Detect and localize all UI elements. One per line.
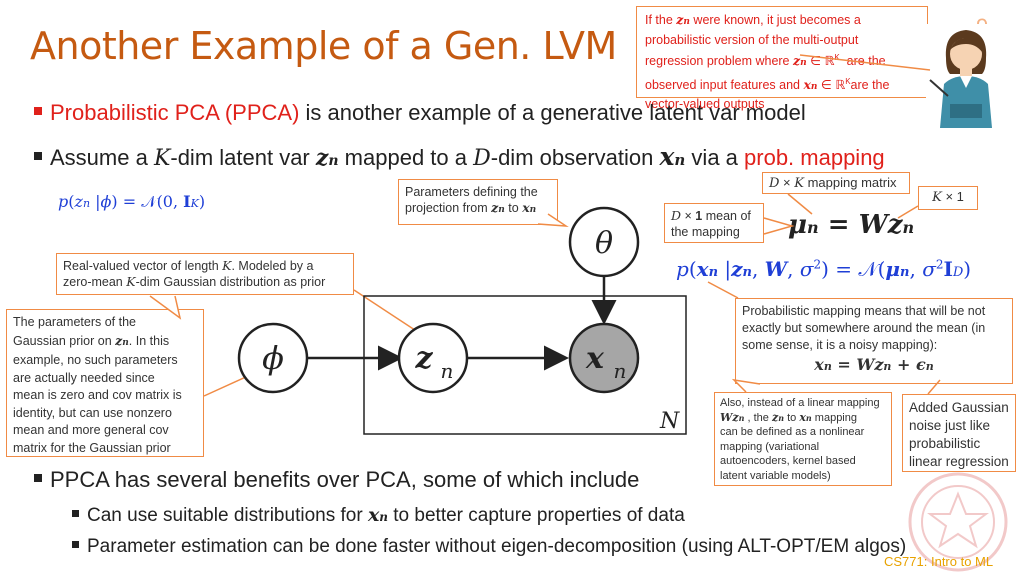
prior-params-pointer-line (203, 375, 249, 397)
node-z (397, 322, 469, 394)
bullet-marker (72, 541, 79, 549)
node-theta (568, 206, 640, 278)
k1-callout: K × 1 (918, 186, 978, 210)
callout-line: Probabilistic mapping means that will be… (742, 304, 986, 318)
teacher-avatar (926, 24, 1004, 128)
top-note-line: vector-valued outputs (645, 97, 765, 112)
bullet-ppca: Probabilistic PCA (PPCA) is another exam… (34, 100, 806, 126)
callout-line: some sense, it is a noisy mapping): (742, 338, 938, 352)
ppca-term: Probabilistic PCA (PPCA) (50, 100, 300, 125)
node-x-label: x (585, 341, 605, 376)
bullet-benefits: PPCA has several benefits over PCA, some… (34, 467, 639, 493)
bullet-text: PPCA has several benefits over PCA, some… (50, 467, 640, 492)
callout-line: mean is zero and cov matrix is (13, 388, 182, 402)
prob-mapping-pointer-line (707, 281, 739, 299)
node-phi-label: ϕ (262, 339, 284, 377)
callout-line: example, no such parameters (13, 353, 178, 367)
bullet-marker (34, 152, 42, 161)
sub-bullet-estimation: Parameter estimation can be done faster … (72, 536, 906, 558)
callout-line: exactly but somewhere around the mean (i… (742, 321, 986, 335)
callout-line: latent variable models) (720, 469, 831, 482)
page-title: Another Example of a Gen. LVM (30, 24, 617, 68)
bullet-text: Can use suitable distributions for (87, 505, 368, 526)
noise-equation: xn = Wzn + ϵn (814, 355, 934, 374)
callout-line: The parameters of the (13, 315, 136, 329)
bullet-text: -dim latent var (170, 145, 316, 170)
bullet-marker (72, 510, 79, 518)
node-phi (237, 322, 309, 394)
callout-line: autoencoders, kernel based (720, 455, 856, 467)
callout-line: matrix for the Gaussian prior (13, 440, 171, 455)
realvec-pointer-line (353, 289, 425, 337)
callout-line: linear regression (909, 454, 1009, 469)
realvec-callout: Real-valued vector of length K. Modeled … (56, 253, 354, 295)
prob-mapping-callout: Probabilistic mapping means that will be… (735, 298, 1013, 384)
d1-mean-callout: D × 1 mean of the mapping (664, 203, 764, 243)
bullet-text: mapped to a (338, 145, 474, 170)
sub-bullet-distributions: Can use suitable distributions for xn to… (72, 504, 685, 527)
node-z-label: z (414, 341, 433, 376)
prior-params-callout: The parameters of the Gaussian prior on … (6, 309, 204, 457)
prob-mapping-term: prob. mapping (744, 145, 885, 170)
gaussian-noise-callout: Added Gaussian noise just like probabili… (902, 394, 1016, 472)
dk-matrix-callout: D × K mapping matrix (762, 172, 910, 194)
callout-line: mapping (variational (720, 440, 820, 453)
mean-equation: μn = Wzn (788, 210, 915, 240)
likelihood-equation: p(xn |zn, W, σ2) = 𝒩(μn, σ2ID) (676, 257, 972, 281)
node-x-observed (568, 322, 640, 394)
callout-line: Added Gaussian (909, 400, 1009, 415)
nonlinear-callout: Also, instead of a linear mapping Wzn , … (714, 392, 892, 486)
bullet-text: -dim observation (490, 145, 660, 170)
node-theta-label: θ (595, 226, 613, 261)
bullet-text: via a (685, 145, 745, 170)
prior-equation: p(zn |ϕ) = 𝒩(0, IK) (58, 192, 206, 211)
bullet-marker (34, 107, 42, 116)
node-x-subscript: n (614, 359, 627, 383)
plate-label: N (659, 409, 680, 434)
plate (363, 295, 687, 435)
bullet-text: is another example of a generative laten… (299, 100, 806, 125)
bullet-assume: Assume a K-dim latent var zn mapped to a… (34, 142, 885, 171)
institute-seal-watermark (908, 472, 1008, 572)
top-note-line: probabilistic version of the multi-outpu… (645, 32, 859, 47)
callout-line: probabilistic (909, 436, 981, 451)
callout-line: identity, but can use nonzero (13, 405, 172, 420)
callout-line: are actually needed since (13, 370, 155, 385)
bullet-marker (34, 474, 42, 483)
top-note-callout: If the zn were known, it just becomes a … (636, 6, 928, 111)
callout-line: can be defined as a nonlinear (720, 426, 865, 438)
bullet-text: to better capture properties of data (388, 505, 685, 526)
callout-line: mean and more general cov (13, 423, 169, 437)
bullet-text: Assume a (50, 145, 154, 170)
callout-line: noise just like (909, 418, 991, 433)
footer-course-label: CS771: Intro to ML (884, 554, 994, 569)
callout-line: Also, instead of a linear mapping (720, 397, 880, 409)
callout-line: Parameters defining the (405, 185, 538, 199)
params-callout: Parameters defining the projection from … (398, 179, 558, 225)
node-z-subscript: n (441, 359, 454, 383)
bullet-text: Parameter estimation can be done faster … (87, 536, 907, 557)
callout-line: the mapping (671, 225, 740, 239)
